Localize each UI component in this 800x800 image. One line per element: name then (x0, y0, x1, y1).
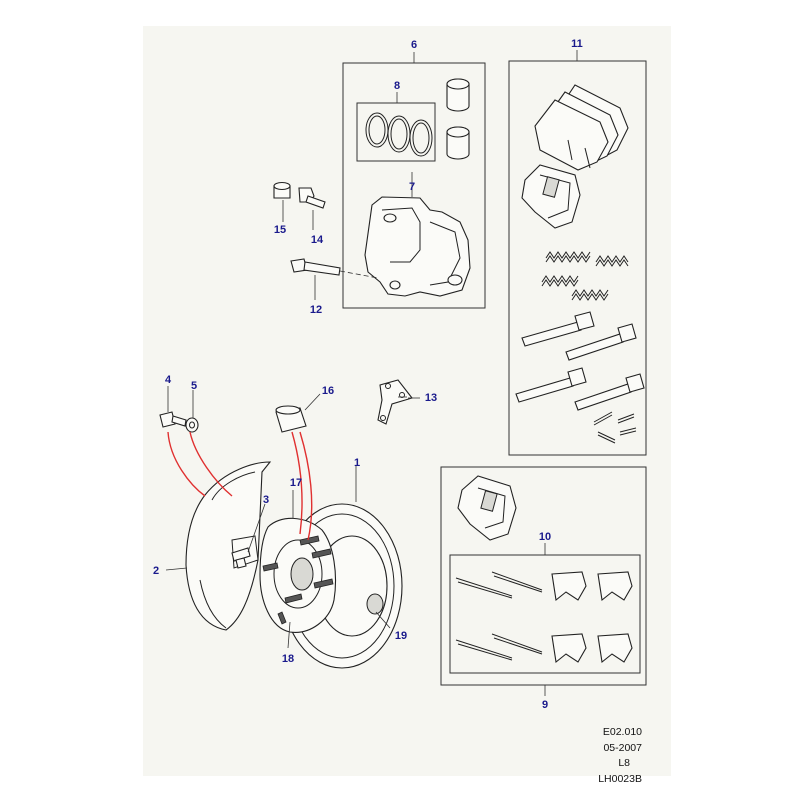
wheel-hub (259, 517, 337, 633)
brake-pads-set (534, 84, 629, 171)
caliper-bleed-cap (273, 181, 291, 199)
callout-12: 12 (310, 304, 322, 316)
mounting-bracket (377, 379, 413, 425)
piston-seal-rings (365, 112, 433, 157)
callout-10: 10 (539, 531, 551, 543)
highlight-leader-sleeve-b (299, 431, 313, 541)
hub-spacer-sleeve (275, 405, 307, 433)
wheel-studs (262, 535, 334, 625)
callout-1: 1 (354, 457, 360, 469)
anti-rattle-spring-plate (521, 164, 581, 229)
callout-5: 5 (191, 380, 197, 392)
clip-kit-pins (455, 571, 543, 661)
pad-kit-box (508, 60, 647, 456)
dust-shield (185, 461, 272, 631)
caliper-pistons (446, 78, 470, 160)
shield-stud (231, 547, 251, 569)
highlight-leader-washer (189, 431, 233, 497)
pad-springs (541, 251, 629, 301)
callout-15: 15 (274, 224, 286, 236)
callout-7: 7 (409, 181, 415, 193)
callout-14: 14 (311, 234, 324, 246)
callout-4: 4 (165, 374, 172, 386)
pad-retaining-pins (515, 311, 645, 411)
callout-6: 6 (411, 39, 417, 51)
callout-13: 13 (425, 392, 437, 404)
caliper-bleed-screw (298, 187, 326, 209)
pad-retaining-clips (551, 571, 633, 664)
reference-level: L8 (618, 757, 630, 769)
shield-bolt (159, 411, 187, 428)
highlight-leader-sleeve-a (291, 431, 303, 535)
reference-code: E02.010 (603, 726, 642, 738)
callout-17: 17 (290, 477, 302, 489)
caliper-mounting-bolt (290, 258, 379, 279)
callout-8: 8 (394, 80, 400, 92)
callout-16: 16 (322, 385, 334, 397)
shield-washer (185, 417, 199, 433)
callout-11: 11 (571, 38, 583, 50)
highlight-leader-bolt (167, 431, 206, 497)
callout-2: 2 (153, 565, 159, 577)
reference-drawing-id: LH0023B (598, 773, 642, 785)
callout-19: 19 (395, 630, 407, 642)
reference-date: 05-2007 (603, 742, 642, 754)
callout-3: 3 (263, 494, 269, 506)
brake-caliper (364, 196, 471, 297)
pad-set-box (440, 466, 647, 686)
split-pins (593, 411, 637, 444)
callout-9: 9 (542, 699, 548, 711)
seal-kit-box (356, 102, 436, 162)
pad-anti-rattle-plate (457, 475, 517, 541)
callout-18: 18 (282, 653, 294, 665)
